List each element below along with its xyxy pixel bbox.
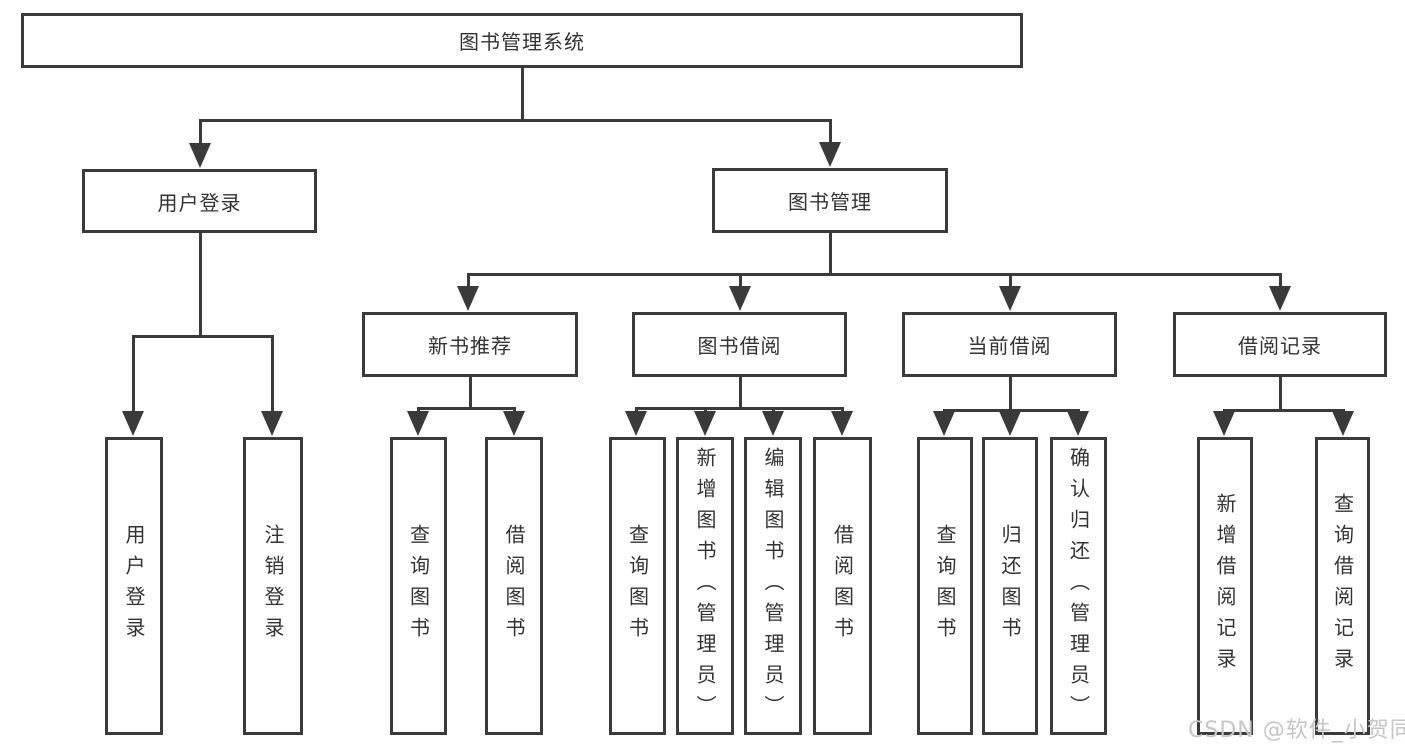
node-label: 确认归还（管理员）	[1066, 446, 1091, 726]
node-label: 新增借阅记录	[1213, 493, 1237, 679]
node-label: 归还图书	[998, 524, 1022, 648]
node-label: 新增图书（管理员）	[693, 446, 717, 726]
node-label: 借阅图书	[830, 524, 855, 648]
arrow-head-icon	[762, 411, 784, 436]
node-leaf-add-borrow-record: 新增借阅记录	[1197, 437, 1253, 735]
node-leaf-user-login: 用户登录	[105, 437, 163, 735]
arrow-head-icon	[933, 411, 955, 436]
connector-rail	[466, 273, 1282, 276]
node-label: 查询图书	[933, 524, 957, 648]
node-new-book-rec: 新书推荐	[362, 312, 578, 377]
arrow-head-icon	[261, 411, 283, 436]
connector-stem	[520, 68, 524, 119]
connector-rail	[1222, 409, 1345, 412]
node-label: 借阅图书	[502, 524, 526, 648]
node-label: 注销登录	[261, 524, 285, 648]
arrow-head-icon	[819, 142, 841, 167]
node-label: 查询图书	[625, 524, 650, 648]
node-root: 图书管理系统	[21, 13, 1023, 68]
node-label: 用户登录	[157, 190, 242, 215]
connector-rail	[416, 407, 516, 410]
node-label: 借阅记录	[1238, 334, 1322, 358]
arrow-head-icon	[999, 411, 1021, 436]
arrow-head-icon	[1067, 411, 1089, 436]
connector-stem	[468, 377, 472, 407]
connector-rail	[634, 407, 844, 410]
arrow-head-icon	[694, 411, 716, 436]
connector-stem	[198, 233, 202, 335]
node-label: 新书推荐	[428, 334, 512, 358]
connector-rail	[131, 335, 274, 338]
arrow-shaft	[270, 335, 274, 428]
arrow-head-icon	[457, 286, 479, 311]
node-leaf-confirm-return: 确认归还（管理员）	[1050, 437, 1107, 735]
arrow-head-icon	[407, 411, 429, 436]
node-book-mgmt: 图书管理	[712, 168, 948, 233]
node-label: 用户登录	[122, 524, 146, 648]
connector-stem	[1008, 377, 1012, 409]
arrow-head-icon	[189, 143, 211, 168]
arrow-head-icon	[831, 411, 853, 436]
node-leaf-query-book-borrow: 查询图书	[609, 437, 666, 735]
connector-stem	[738, 377, 742, 407]
arrow-head-icon	[625, 411, 647, 436]
arrow-head-icon	[1269, 286, 1291, 311]
node-label: 查询借阅记录	[1330, 493, 1355, 679]
connector-rail	[198, 119, 832, 122]
node-label: 当前借阅	[967, 334, 1052, 358]
arrow-shaft	[828, 119, 832, 159]
watermark: CSDN @软件_小贺同学	[1188, 718, 1405, 743]
node-leaf-return-book: 归还图书	[982, 437, 1038, 735]
node-leaf-logout: 注销登录	[243, 437, 303, 735]
node-borrow-records: 借阅记录	[1173, 312, 1387, 377]
node-leaf-query-borrow-record: 查询借阅记录	[1315, 437, 1370, 735]
node-label: 图书管理	[788, 190, 872, 214]
node-leaf-query-book-new: 查询图书	[390, 437, 447, 735]
arrow-shaft	[198, 119, 202, 160]
node-label: 图书管理系统	[459, 30, 585, 54]
node-current-borrow: 当前借阅	[902, 312, 1117, 377]
arrow-head-icon	[999, 286, 1021, 311]
arrow-head-icon	[1213, 411, 1235, 436]
node-label: 编辑图书（管理员）	[761, 446, 785, 726]
node-user-login: 用户登录	[82, 169, 317, 233]
node-leaf-add-book: 新增图书（管理员）	[676, 437, 734, 735]
node-leaf-borrow-book-borrow: 借阅图书	[813, 437, 872, 735]
arrow-head-icon	[729, 286, 751, 311]
node-leaf-query-book-current: 查询图书	[917, 437, 973, 735]
connector-stem	[1278, 377, 1282, 409]
arrow-shaft	[131, 335, 135, 428]
node-book-borrow: 图书借阅	[632, 312, 847, 377]
connector-stem	[828, 233, 832, 273]
arrow-head-icon	[1332, 411, 1354, 436]
node-leaf-edit-book: 编辑图书（管理员）	[744, 437, 802, 735]
arrow-head-icon	[122, 411, 144, 436]
arrow-head-icon	[503, 411, 525, 436]
node-label: 图书借阅	[697, 334, 782, 358]
node-label: 查询图书	[406, 524, 431, 648]
node-leaf-borrow-book-new: 借阅图书	[485, 437, 543, 735]
